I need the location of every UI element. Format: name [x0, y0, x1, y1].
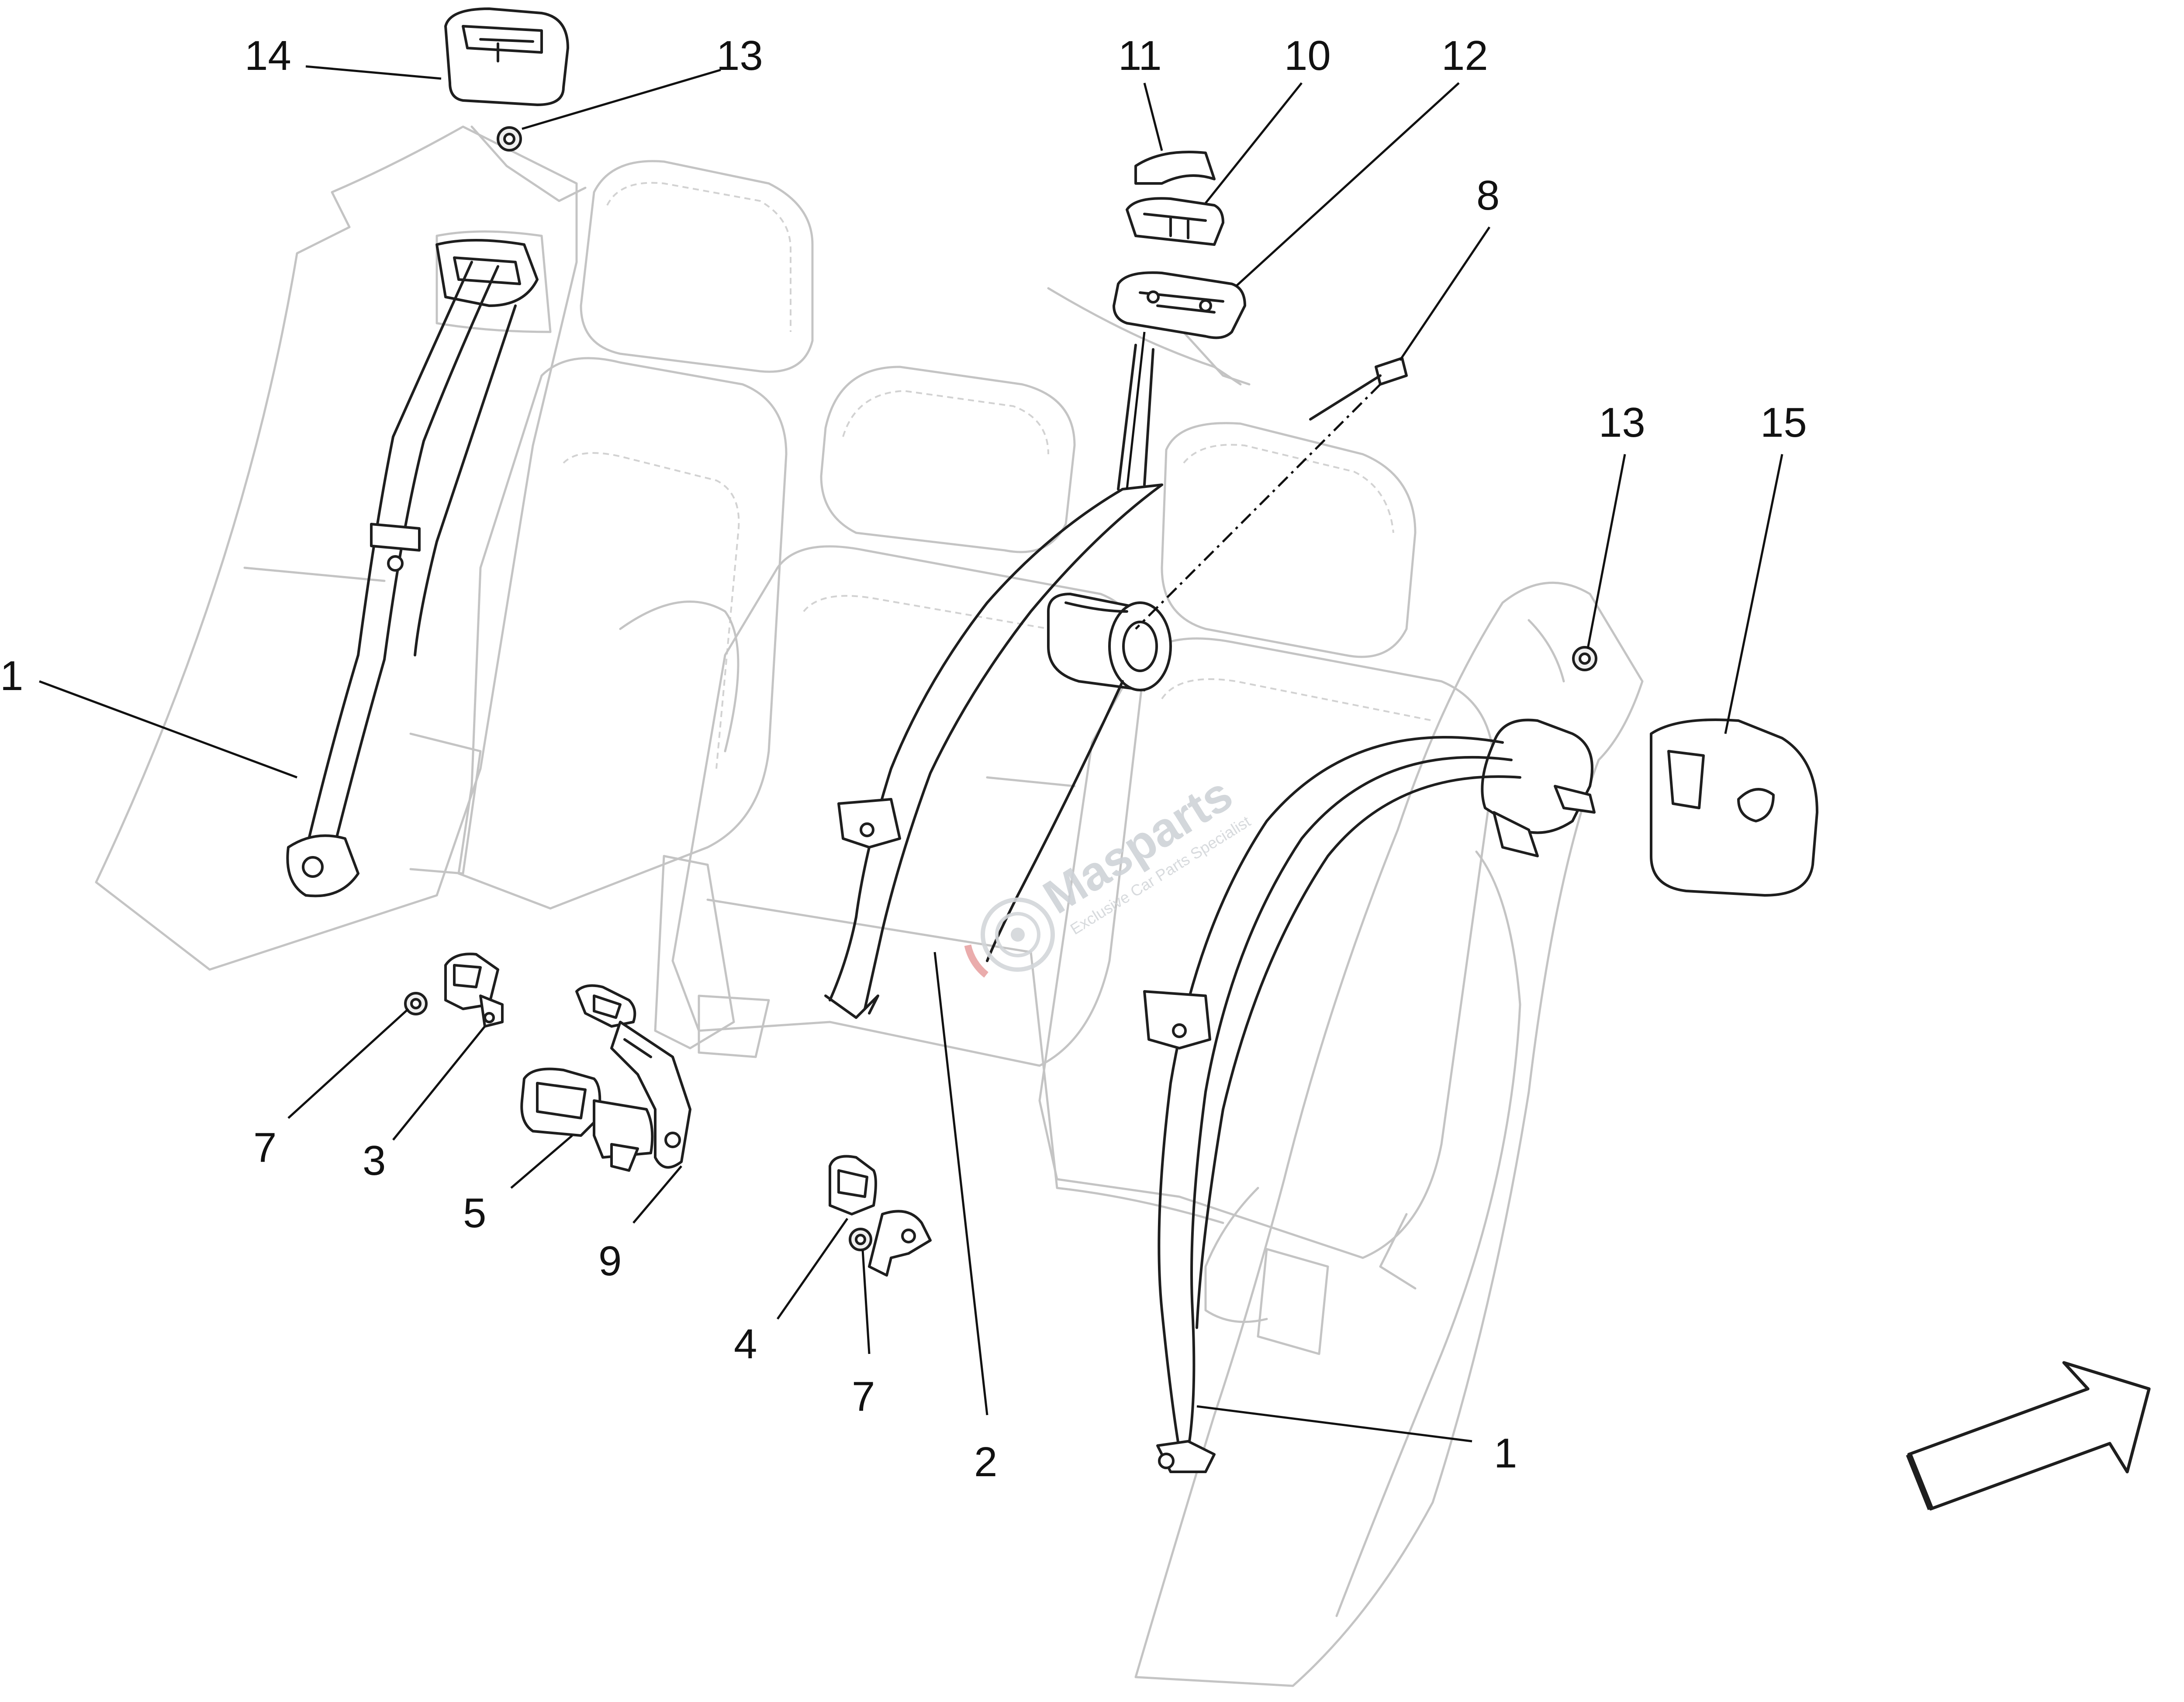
callout-15: 15	[1760, 399, 1807, 446]
callout-2: 2	[974, 1439, 997, 1485]
seat-belt-part-1-right	[1143, 718, 1596, 1473]
callout-4: 4	[734, 1321, 757, 1367]
callout-5: 5	[463, 1190, 486, 1236]
seat-belt-part-1-left	[286, 239, 539, 898]
callout-14: 14	[245, 32, 291, 79]
callout-7: 7	[253, 1124, 276, 1171]
callout-8: 8	[1476, 172, 1500, 219]
nut-part-7-left	[404, 992, 428, 1015]
double-buckle-part-5	[520, 1067, 654, 1172]
leader-lines	[39, 65, 1783, 1443]
nut-part-7-right	[849, 1228, 872, 1251]
callout-12: 12	[1441, 32, 1488, 79]
callout-7: 7	[852, 1373, 875, 1420]
cover-part-10	[1126, 197, 1224, 246]
rear-seat-background	[95, 125, 1644, 1687]
callout-1: 1	[0, 652, 23, 699]
callout-1: 1	[1494, 1430, 1517, 1477]
watermark: Masparts Exclusive Car Parts Specialist	[964, 767, 1254, 978]
nut-part-13-right	[1572, 646, 1597, 671]
callout-10: 10	[1284, 32, 1331, 79]
base-plate-part-12	[1113, 271, 1246, 339]
callout-9: 9	[598, 1238, 622, 1284]
screw-part-8	[1309, 357, 1408, 421]
trim-cover-part-14	[444, 7, 569, 106]
center-belt-part-2	[824, 344, 1172, 1019]
callout-13: 13	[1599, 399, 1645, 446]
buckle-part-4	[829, 1155, 932, 1277]
callout-3: 3	[363, 1137, 386, 1184]
watermark-logo-icon	[964, 898, 1055, 978]
bracket-buckle-part-9	[575, 984, 691, 1169]
callout-labels: 14 13 11 10 12 8 13 15 1 7 3 5 9 4 7 2 1	[0, 32, 1807, 1485]
buckle-part-3	[444, 953, 504, 1028]
cap-part-11	[1134, 151, 1216, 185]
trim-cover-part-15	[1650, 718, 1818, 897]
callout-13: 13	[716, 32, 763, 79]
callout-11: 11	[1118, 32, 1162, 79]
nut-part-13-left	[497, 126, 522, 152]
direction-arrow-icon	[1906, 1361, 2151, 1511]
parts	[286, 7, 1818, 1473]
